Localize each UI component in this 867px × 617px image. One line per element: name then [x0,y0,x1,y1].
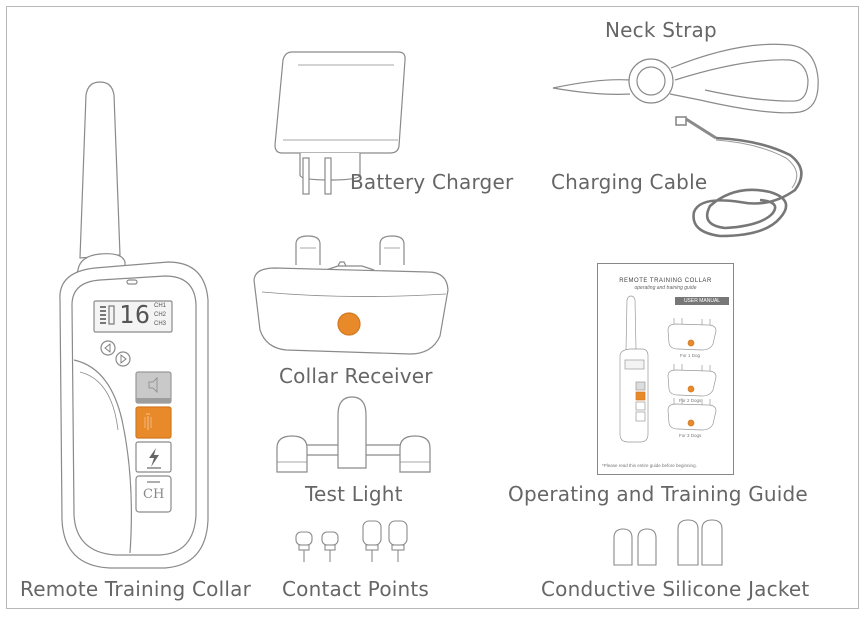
manual-title: REMOTE TRAINING COLLAR [619,278,712,284]
remote-ch2-indicator: CH2 [154,312,167,318]
label-charging-cable: Charging Cable [551,170,708,194]
label-battery-charger: Battery Charger [350,170,514,194]
label-collar-receiver: Collar Receiver [279,364,433,388]
remote-channel-readout: 16 [119,300,152,329]
label-test-light: Test Light [305,482,403,506]
contact-point-long-2 [388,520,408,562]
manual-footer-note: *Please read this entire guide before be… [602,463,697,468]
contact-point-short-1 [295,531,313,562]
manual-illustration [619,295,717,443]
contact-points-drawing [295,520,408,562]
remote-transmitter-drawing [59,81,209,569]
label-neck-strap: Neck Strap [605,18,717,42]
manual-caption-2: For 2 Dogs [679,398,702,403]
illustration-frame [6,6,859,609]
manual-caption-1: For 1 Dog [680,353,701,358]
manual-caption-3: For 3 Dogs [679,433,702,438]
neck-strap-drawing [552,43,819,114]
label-conductive-silicone-jacket: Conductive Silicone Jacket [541,577,810,601]
label-contact-points: Contact Points [282,577,430,601]
collar-receiver-drawing [253,235,449,355]
label-remote-training-collar: Remote Training Collar [20,577,251,601]
charging-cable-drawing [675,116,803,238]
remote-ch-button-label: CH [143,487,165,502]
test-light-drawing [276,396,431,473]
manual-tag: USER MANUAL [675,297,729,305]
contact-point-short-2 [321,531,339,562]
label-operating-training-guide: Operating and Training Guide [508,482,808,506]
manual-subtitle: operating and training guide [634,285,697,291]
battery-charger-drawing [274,51,406,195]
user-manual-booklet: REMOTE TRAINING COLLAR operating and tra… [597,263,734,475]
remote-ch3-indicator: CH3 [154,321,167,327]
contact-point-long-1 [362,520,382,562]
remote-ch1-indicator: CH1 [154,303,167,309]
silicone-jacket-drawing [613,519,723,566]
